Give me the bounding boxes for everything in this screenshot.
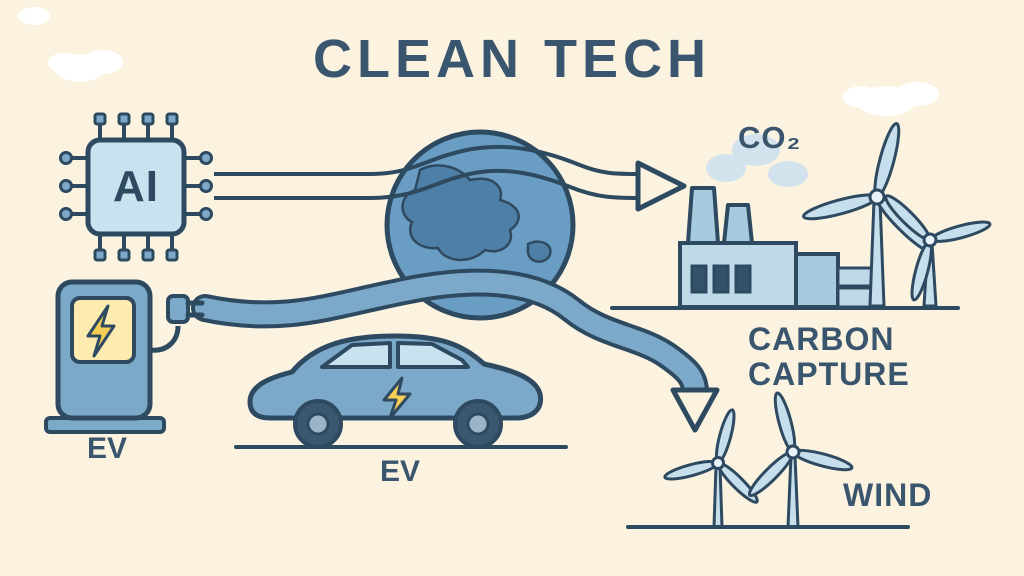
- arrowhead-down: [670, 387, 720, 433]
- lightning-bolt-icon: [86, 304, 116, 358]
- carbon-capture-label: CARBON CAPTURE: [748, 321, 910, 392]
- car-wheel: [293, 399, 343, 449]
- ai-chip-label: AI: [113, 162, 159, 211]
- car-front-window: [320, 341, 392, 369]
- factory-icon: [610, 134, 960, 310]
- ev-charger-icon: [44, 279, 205, 434]
- smoke-cloud: [706, 134, 808, 187]
- charger-plug: [166, 294, 205, 324]
- cloud-icon: [18, 7, 123, 82]
- ev-car-label: EV: [379, 455, 421, 488]
- lightning-bolt-icon: [382, 376, 412, 420]
- arrow-ev-to-wind: [191, 268, 720, 433]
- ai-chip-icon: [59, 112, 213, 262]
- car-rear-window: [396, 341, 470, 369]
- car-wheel: [453, 399, 503, 449]
- cloud-icon: [843, 82, 939, 116]
- ev-car-icon: [234, 333, 568, 449]
- arrow-ai-to-factory: [214, 144, 687, 212]
- arrowhead-right: [635, 160, 687, 212]
- wind-label: WIND: [843, 477, 933, 513]
- charger-cable: [149, 325, 181, 353]
- factory-windows: [690, 264, 752, 294]
- page-title: CLEAN TECH: [313, 29, 711, 89]
- wind-turbine-icon: [626, 391, 910, 529]
- co2-label: CO₂: [738, 120, 802, 155]
- wind-turbine-icon: [802, 122, 992, 308]
- ev-charger-label: EV: [86, 432, 128, 465]
